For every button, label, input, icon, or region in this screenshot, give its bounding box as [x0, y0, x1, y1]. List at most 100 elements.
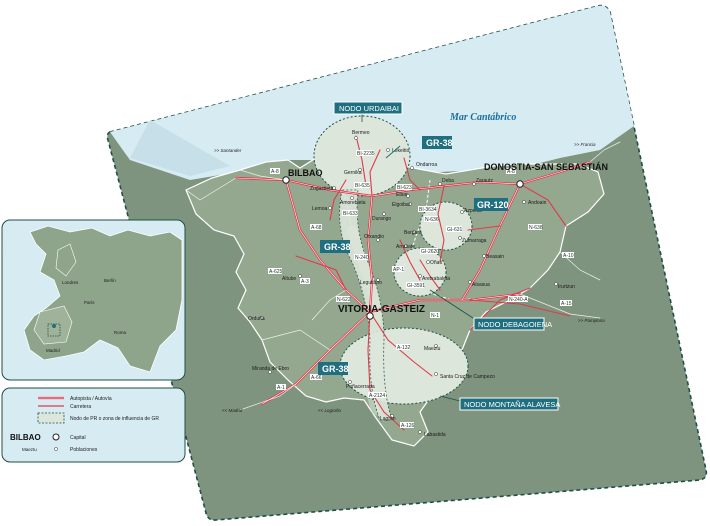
town-label: Aretxabaleta [422, 276, 450, 282]
road-ref: A-8 [507, 169, 515, 175]
town-label: Legutiano [360, 280, 382, 286]
secondary-roads [295, 135, 571, 431]
legend-town-label: Poblaciones [70, 447, 98, 453]
legend-capital-label: Capital [70, 435, 86, 441]
road-ref: BI-623 [397, 185, 412, 191]
road-ref: A-68 [311, 225, 322, 231]
town-label: Andoain [528, 200, 547, 206]
road-ref: N-636 [425, 217, 439, 223]
road-ref: A-3 [301, 279, 309, 285]
svg-text:GR-38: GR-38 [322, 364, 349, 374]
zone-montana-alavesa [339, 327, 469, 405]
road-ref: A-132 [397, 345, 411, 351]
town-label: Gernika [344, 170, 362, 176]
destination-label: >> Francia [574, 142, 596, 147]
capitals: BILBAO DONOSTIA-SAN SEBASTIÁN VITORIA-GA… [282, 162, 608, 320]
road-ref: N-622 [337, 297, 351, 303]
zone-gr38-corridor [339, 189, 393, 421]
capital-marker-donostia [516, 180, 524, 188]
town-label: Ondarroa [416, 162, 437, 168]
legend-road-label: Carretera [70, 404, 91, 410]
road-references: A-8 A-8 BI-635 BI-2235 BI-633 BI-3634 BI… [268, 150, 574, 429]
road-ref: A-10 [563, 253, 574, 259]
town-label: Amorebieta [340, 200, 366, 206]
town-label: Lemoa [312, 206, 328, 212]
svg-text:GR-38: GR-38 [324, 242, 351, 252]
road-ref: N-638 [529, 225, 543, 231]
capital-label-vitoria: VITORIA-GASTEIZ [338, 304, 425, 315]
europe-label: Berlín [104, 278, 116, 283]
town-label: Irurtzun [558, 284, 575, 290]
legend-town-word: Maeztu [22, 447, 37, 452]
svg-text:NODO URDAIBAI: NODO URDAIBAI [339, 104, 399, 113]
destination-label: << Madrid [222, 408, 243, 413]
town-label: Alsasua [472, 282, 490, 288]
town-label: Deba [442, 178, 454, 184]
road-ref: N-1 [431, 313, 439, 319]
legend-capital-marker [52, 433, 60, 441]
road-ref: BI-635 [355, 183, 370, 189]
highway-centerlines [235, 161, 591, 405]
road-ref: BI-633 [343, 211, 358, 217]
town-label: Santa Cruz de Campezo [440, 374, 495, 380]
destinations: >> Santander >> Francia >> Pamplona << M… [214, 142, 605, 413]
town-label: Beasain [486, 254, 504, 260]
town-label: Altube [282, 276, 296, 282]
road-ref: AP-1 [393, 267, 404, 273]
town-label: Zumarraga [462, 238, 487, 244]
destination-label: << Logroño [318, 408, 342, 413]
town-label: Lekeitio [392, 148, 409, 154]
road-ref: A-1 [277, 385, 285, 391]
sea-area [110, 5, 634, 180]
britain-land [55, 243, 77, 277]
destination-label: >> Pamplona [578, 318, 605, 323]
town-label: Zugastieta [310, 186, 334, 192]
road-ref: GI-2620 [421, 249, 439, 255]
town-label: Otxandio [364, 234, 384, 240]
gr-badge-gr38-north: GR-38 [385, 136, 453, 159]
europe-inset: Londres Berlín París Roma Madrid [1, 219, 186, 381]
node-badges: NODO URDAIBAI NODO DEBAGOIENA NODO MONTA… [333, 101, 560, 411]
gr-badge-gr38-south: GR-38 [318, 362, 349, 375]
road-ref: A-8 [271, 169, 279, 175]
town-label: Labastida [424, 432, 446, 438]
sea-shade [130, 120, 230, 176]
europe-label: París [84, 300, 95, 305]
towns: Bermeo Gernika Lekeitio Ondarroa Deba Za… [248, 130, 575, 438]
town-label: Lagrán [380, 416, 396, 422]
basque-locator [52, 324, 56, 328]
road-ref: A-66 [311, 375, 322, 381]
node-badge-urdaibai: NODO URDAIBAI [333, 101, 403, 122]
svg-text:GR-120: GR-120 [477, 200, 509, 210]
road-ref: GI-3591 [407, 283, 425, 289]
europe-label: Madrid [46, 348, 60, 353]
gr-badge-gr38-mid: GR-38 [320, 240, 351, 253]
road-ref: A-2124 [369, 393, 385, 399]
town-label: Zarautz [476, 178, 493, 184]
town-label: Oñati [430, 260, 442, 266]
road-ref: A-126 [401, 423, 415, 429]
europe-label: Roma [114, 330, 127, 335]
town-label: Miranda de Ebro [252, 366, 289, 372]
legend-zone-swatch [37, 412, 65, 424]
svg-text:NODO DEBAGOIENA: NODO DEBAGOIENA [478, 320, 552, 329]
legend-highway-label: Autopista / Autovía [70, 396, 112, 402]
town-label: Orduña [248, 316, 265, 322]
town-label: Arrasate [396, 244, 415, 250]
destination-label: >> Santander [214, 148, 242, 153]
road-ref: A-15 [561, 301, 572, 307]
gr-badges: GR-38 GR-38 GR-38 GR-120 [318, 136, 509, 375]
road-ref: BI-2235 [357, 151, 375, 157]
town-label: Elgoibar [392, 202, 411, 208]
node-badge-montana-alavesa: NODO MONTAÑA ALAVESA [439, 395, 560, 411]
europe-label: Londres [62, 280, 79, 285]
svg-text:GR-38: GR-38 [426, 138, 453, 148]
town-label: Azpeitia [464, 208, 482, 214]
town-label: Bermeo [352, 130, 370, 136]
town-label: Bergara [404, 230, 422, 236]
legend-capital-word: BILBAO [10, 433, 41, 442]
town-label: Eibar [396, 192, 408, 198]
roads [185, 135, 621, 431]
capital-label-donostia: DONOSTIA-SAN SEBASTIÁN [484, 162, 608, 172]
